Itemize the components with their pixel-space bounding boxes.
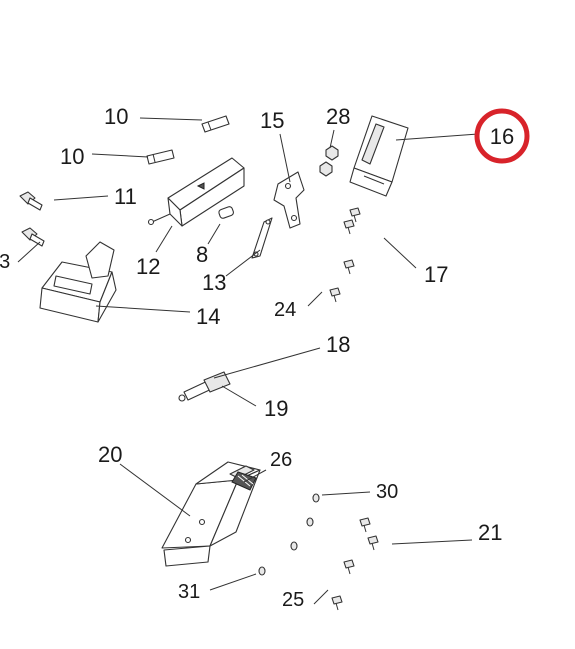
leader-18 bbox=[213, 347, 321, 379]
callout-24: 24 bbox=[274, 299, 296, 321]
leader-19 bbox=[221, 385, 257, 407]
callout-15: 15 bbox=[260, 108, 284, 133]
leader-10b bbox=[91, 153, 149, 158]
leader-28 bbox=[329, 129, 335, 149]
part-8-spacer bbox=[218, 206, 234, 219]
leader-23 bbox=[17, 241, 41, 263]
leader-13 bbox=[225, 249, 261, 277]
callout-28: 28 bbox=[326, 104, 350, 129]
part-13-strap bbox=[251, 217, 273, 259]
part-14-housing bbox=[39, 241, 117, 323]
callout-30: 30 bbox=[376, 481, 398, 503]
leader-21 bbox=[391, 539, 473, 545]
part-26-vent-block bbox=[231, 471, 257, 491]
part-31-washer bbox=[258, 566, 266, 576]
callout-17: 17 bbox=[424, 262, 448, 287]
callout-25: 25 bbox=[282, 589, 304, 611]
part-10-lower-pin bbox=[146, 149, 175, 165]
leader-30 bbox=[321, 491, 371, 496]
part-24-screw bbox=[329, 287, 341, 303]
leader-14 bbox=[95, 305, 191, 313]
leader-31 bbox=[209, 573, 257, 591]
part-28-nuts bbox=[319, 145, 339, 177]
leader-12 bbox=[155, 225, 173, 253]
leader-10a bbox=[139, 117, 203, 121]
leader-17 bbox=[383, 237, 417, 269]
callout-21: 21 bbox=[478, 520, 502, 545]
part-17-screws bbox=[343, 207, 361, 275]
part-23-bolt bbox=[21, 227, 45, 247]
leader-15 bbox=[279, 133, 291, 183]
callout-23: 23 bbox=[0, 251, 10, 273]
callout-10a: 10 bbox=[104, 104, 128, 129]
callout-13: 13 bbox=[202, 270, 226, 295]
part-30-washers bbox=[290, 493, 320, 551]
part-25-screw bbox=[331, 595, 343, 611]
part-20-lower-assembly bbox=[161, 461, 261, 567]
part-15-plate bbox=[273, 171, 305, 229]
leader-lines bbox=[17, 117, 479, 605]
leader-11 bbox=[53, 195, 109, 201]
callout-16-highlight-ring bbox=[474, 108, 530, 164]
leader-25 bbox=[313, 589, 329, 605]
callout-18: 18 bbox=[326, 332, 350, 357]
leader-24 bbox=[307, 291, 323, 307]
part-19-connector bbox=[178, 371, 231, 402]
leader-8 bbox=[207, 223, 221, 245]
callout-10b: 10 bbox=[60, 144, 84, 169]
callout-31: 31 bbox=[178, 581, 200, 603]
leader-20 bbox=[119, 463, 191, 517]
part-21-screws bbox=[343, 517, 379, 575]
part-10-upper-pin bbox=[201, 115, 230, 133]
callout-20: 20 bbox=[98, 442, 122, 467]
part-12-rail-bracket bbox=[147, 157, 245, 227]
callout-8: 8 bbox=[196, 242, 208, 267]
callout-labels: 10 10 11 12 8 23 14 13 15 28 16 17 24 18… bbox=[0, 104, 530, 611]
callout-19: 19 bbox=[264, 396, 288, 421]
part-11-bolt bbox=[19, 191, 43, 211]
leader-26 bbox=[243, 469, 267, 483]
callout-26: 26 bbox=[270, 449, 292, 471]
callout-12: 12 bbox=[136, 254, 160, 279]
callout-16: 16 bbox=[490, 124, 514, 149]
leader-16 bbox=[395, 133, 479, 141]
part-16-cover bbox=[349, 115, 409, 197]
callout-14: 14 bbox=[196, 304, 220, 329]
callout-11: 11 bbox=[114, 184, 137, 209]
